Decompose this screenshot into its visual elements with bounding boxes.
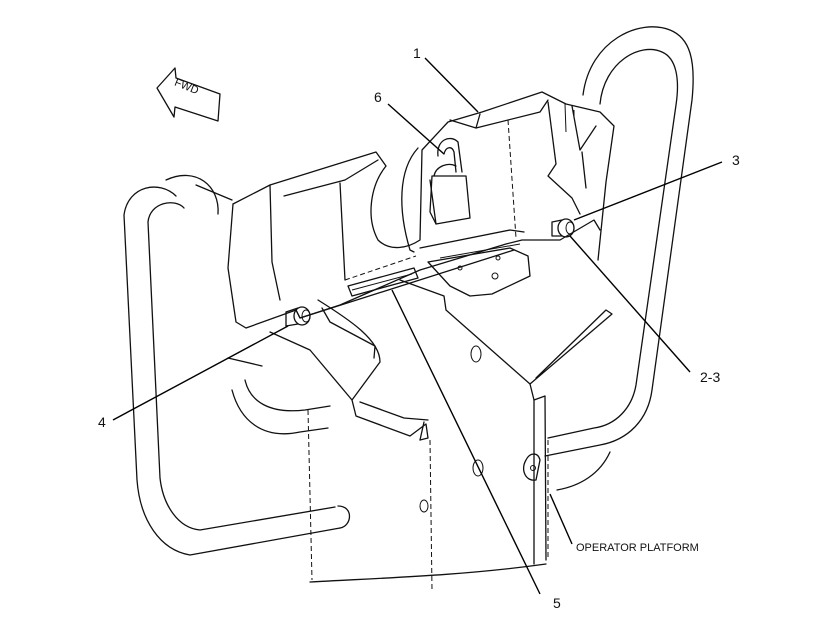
padlock-icon	[429, 137, 471, 225]
callout-6: 6	[374, 89, 382, 105]
leader-2-3	[569, 235, 691, 373]
fwd-arrow-icon: FWD	[156, 67, 221, 122]
leader-1	[424, 57, 479, 113]
leader-lines	[112, 57, 723, 595]
right-handrail	[544, 26, 694, 491]
leader-platform	[549, 493, 573, 545]
spring-clip	[347, 267, 419, 297]
left-handrail	[123, 174, 351, 556]
mounting-plate	[427, 243, 531, 297]
fwd-label: FWD	[173, 77, 201, 98]
callout-5: 5	[553, 595, 561, 611]
bolt-left-icon	[285, 306, 311, 327]
callout-2-3: 2-3	[700, 369, 720, 385]
leader-5	[391, 289, 541, 595]
callout-4: 4	[98, 414, 106, 430]
leader-4	[112, 325, 289, 421]
leader-6	[387, 103, 445, 155]
operator-platform	[269, 279, 613, 591]
bolt-right-icon	[551, 218, 575, 238]
leader-3	[573, 161, 723, 221]
callout-3: 3	[732, 152, 740, 168]
operator-platform-label: OPERATOR PLATFORM	[576, 542, 699, 554]
lock-bracket	[227, 91, 615, 329]
callout-1: 1	[413, 45, 421, 61]
